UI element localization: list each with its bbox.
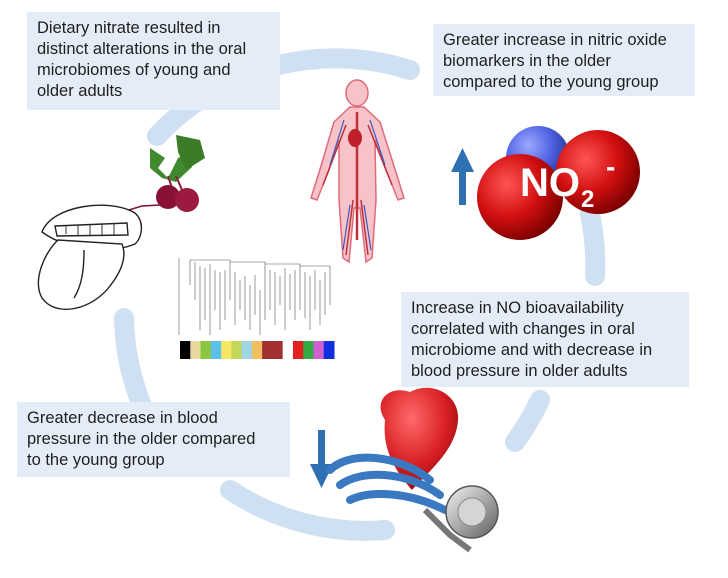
- box-line: Dietary nitrate resulted in: [37, 19, 221, 37]
- color-bar-segment: [241, 341, 253, 359]
- color-bar-segment: [272, 341, 284, 359]
- molecule-formula: NO: [520, 161, 580, 205]
- nitrite-molecule: NO 2 -: [477, 126, 640, 240]
- color-bar-segment: [210, 341, 222, 359]
- color-bar-segment: [323, 341, 335, 359]
- molecule-charge: -: [606, 151, 615, 182]
- color-bar-segment: [251, 341, 263, 359]
- box-line: older adults: [37, 82, 123, 100]
- dendrogram-color-bar: [180, 341, 335, 359]
- dendrogram-chart: [178, 258, 335, 359]
- oral-microbiome-text-box: Dietary nitrate resulted in distinct alt…: [27, 12, 280, 110]
- color-bar-segment: [303, 341, 314, 359]
- circulatory-figure: [310, 79, 405, 264]
- box-line: biomarkers in the older: [443, 52, 611, 70]
- beetroot-icon: [121, 135, 205, 213]
- color-bar-segment: [180, 341, 191, 359]
- color-bar-segment: [190, 341, 202, 359]
- box-line: Increase in NO bioavailability: [411, 299, 624, 317]
- blood-pressure-text-box: Greater decrease in blood pressure in th…: [17, 402, 290, 477]
- box-line: pressure in the older compared: [27, 430, 256, 448]
- decrease-arrow-icon: [310, 430, 333, 488]
- box-line: to the young group: [27, 451, 165, 469]
- color-bar-segment: [313, 341, 325, 359]
- box-line: blood pressure in older adults: [411, 362, 628, 380]
- heart-stethoscope-icon: [326, 387, 499, 553]
- box-line: Greater decrease in blood: [27, 409, 218, 427]
- color-bar-segment: [282, 341, 294, 359]
- molecule-subscript: 2: [581, 186, 594, 213]
- bioavailability-text-box: Increase in NO bioavailability correlate…: [401, 292, 689, 387]
- color-bar-segment: [262, 341, 273, 359]
- color-bar-segment: [231, 341, 243, 359]
- increase-arrow-icon: [451, 148, 474, 205]
- box-line: Greater increase in nitric oxide: [443, 31, 667, 49]
- box-line: microbiomes of young and: [37, 61, 231, 79]
- box-line: microbiome and with decrease in: [411, 341, 653, 359]
- box-line: compared to the young group: [443, 73, 659, 91]
- color-bar-segment: [221, 341, 232, 359]
- mouth-tongue-icon: [37, 204, 143, 311]
- color-bar-segment: [200, 341, 212, 359]
- color-bar-segment: [292, 341, 304, 359]
- nitric-oxide-text-box: Greater increase in nitric oxide biomark…: [433, 24, 695, 96]
- box-line: correlated with changes in oral: [411, 320, 635, 338]
- box-line: distinct alterations in the oral: [37, 40, 247, 58]
